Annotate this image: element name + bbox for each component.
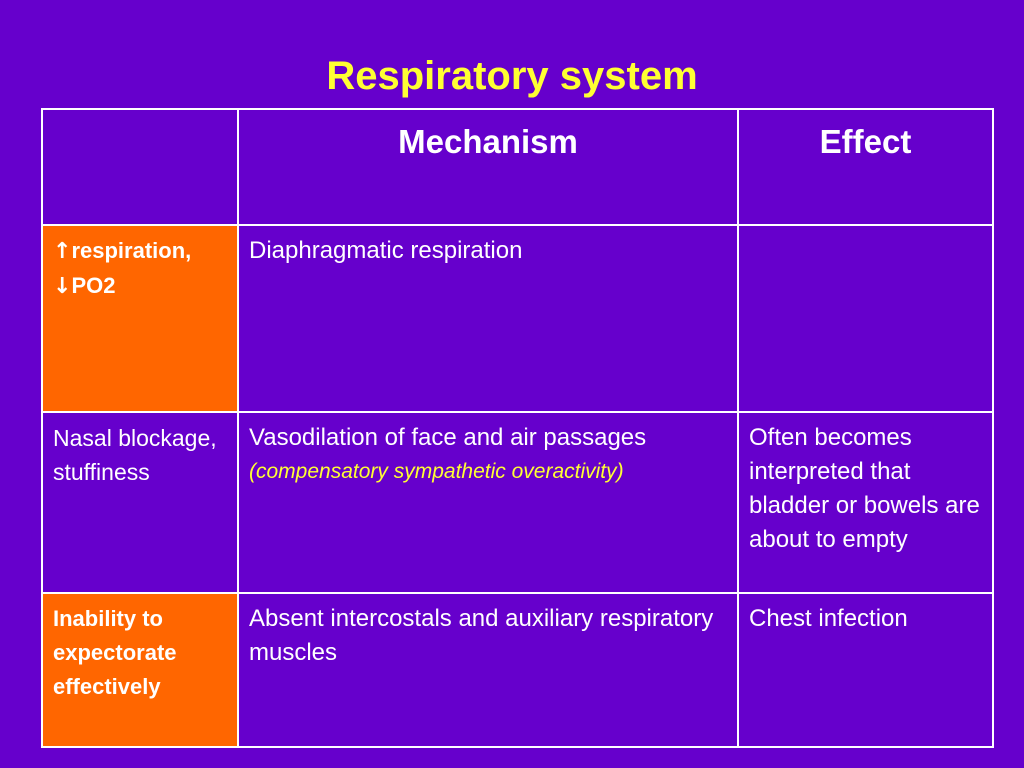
condition-cell: Nasal blockage, stuffiness: [41, 411, 239, 594]
arrow-down-icon: ↓: [53, 274, 72, 299]
table-row: ↑respiration, ↓PO2 Diaphragmatic respira…: [41, 224, 994, 413]
header-empty-cell: [41, 108, 239, 226]
table-row: Nasal blockage, stuffiness Vasodilation …: [41, 411, 994, 594]
slide-title: Respiratory system: [326, 54, 698, 98]
arrow-up-icon: ↑: [53, 239, 72, 264]
mechanism-text: Vasodilation of face and air passages: [249, 424, 647, 451]
mechanism-cell: Vasodilation of face and air passages (c…: [237, 411, 739, 594]
effect-cell: Chest infection: [737, 592, 994, 748]
mechanism-cell: Absent intercostals and auxiliary respir…: [237, 592, 739, 748]
table-header-row: Mechanism Effect: [41, 108, 994, 226]
mechanism-cell: Diaphragmatic respiration: [237, 224, 739, 413]
table-row: Inability to expectorate effectively Abs…: [41, 592, 994, 748]
condition-text-1: respiration,: [71, 238, 192, 263]
condition-line-1: ↑respiration,: [53, 234, 227, 269]
header-mechanism: Mechanism: [237, 108, 739, 226]
mechanism-note: (compensatory sympathetic overactivity): [249, 460, 624, 483]
effect-cell: Often becomes interpreted that bladder o…: [737, 411, 994, 594]
effect-cell: [737, 224, 994, 413]
condition-line-2: ↓PO2: [53, 269, 227, 304]
condition-cell: ↑respiration, ↓PO2: [41, 224, 239, 413]
effects-table: Mechanism Effect ↑respiration, ↓PO2 Diap…: [41, 108, 994, 748]
header-effect: Effect: [737, 108, 994, 226]
condition-cell: Inability to expectorate effectively: [41, 592, 239, 748]
condition-text-2: PO2: [71, 273, 116, 298]
